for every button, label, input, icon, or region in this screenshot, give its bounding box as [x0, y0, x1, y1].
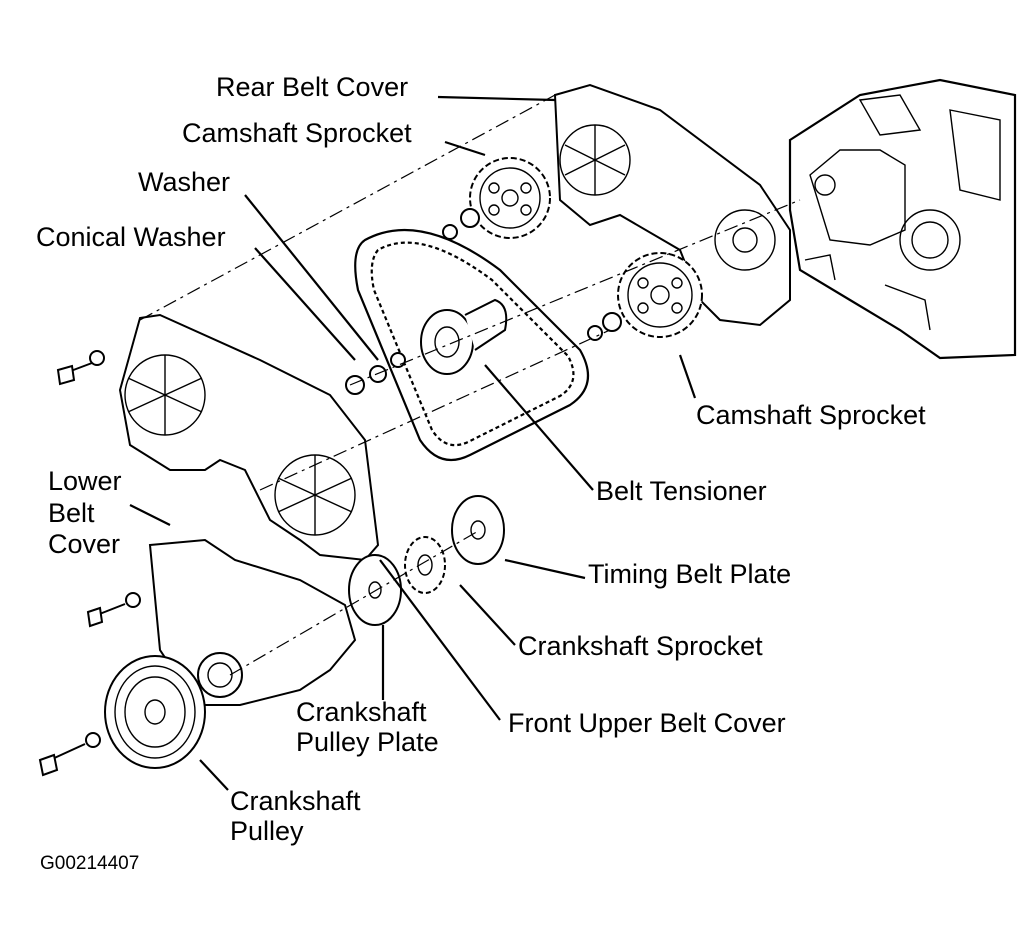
label-conical-washer: Conical Washer [36, 222, 226, 252]
label-camshaft-sprocket-right: Camshaft Sprocket [696, 400, 926, 430]
front-upper-belt-cover [56, 313, 380, 562]
leader-lines [129, 95, 697, 791]
engine-block [788, 78, 1017, 360]
label-washer: Washer [138, 167, 231, 197]
rear-belt-cover [553, 83, 791, 327]
timing-belt [354, 228, 590, 462]
label-crankshaft-pulley-line2: Pulley [230, 816, 304, 846]
camshaft-sprocket-top [442, 157, 551, 240]
crankshaft-pulley [38, 655, 206, 777]
label-rear-belt-cover: Rear Belt Cover [216, 72, 409, 102]
belt-tensioner [345, 298, 508, 395]
label-lower-belt-cover-line1: Lower [48, 466, 122, 496]
figure-code: G00214407 [40, 853, 140, 874]
label-crankshaft-pulley-plate-line2: Pulley Plate [296, 727, 439, 757]
label-lower-belt-cover-line3: Cover [48, 529, 121, 559]
timing-belt-plate [451, 495, 505, 565]
crankshaft-pulley-plate [348, 554, 402, 626]
label-crankshaft-pulley-plate-line1: Crankshaft [296, 697, 427, 727]
camshaft-sprocket-right [587, 252, 703, 341]
label-camshaft-sprocket-top: Camshaft Sprocket [182, 118, 412, 148]
label-crankshaft-sprocket: Crankshaft Sprocket [518, 631, 763, 661]
lower-belt-cover [86, 538, 357, 706]
label-crankshaft-pulley-line1: Crankshaft [230, 786, 361, 816]
label-lower-belt-cover-line2: Belt [48, 498, 95, 528]
label-belt-tensioner: Belt Tensioner [596, 476, 767, 506]
alignment-lines [139, 94, 801, 676]
label-front-upper-belt-cover: Front Upper Belt Cover [508, 708, 786, 738]
label-timing-belt-plate: Timing Belt Plate [588, 559, 792, 589]
crankshaft-sprocket [404, 536, 446, 594]
